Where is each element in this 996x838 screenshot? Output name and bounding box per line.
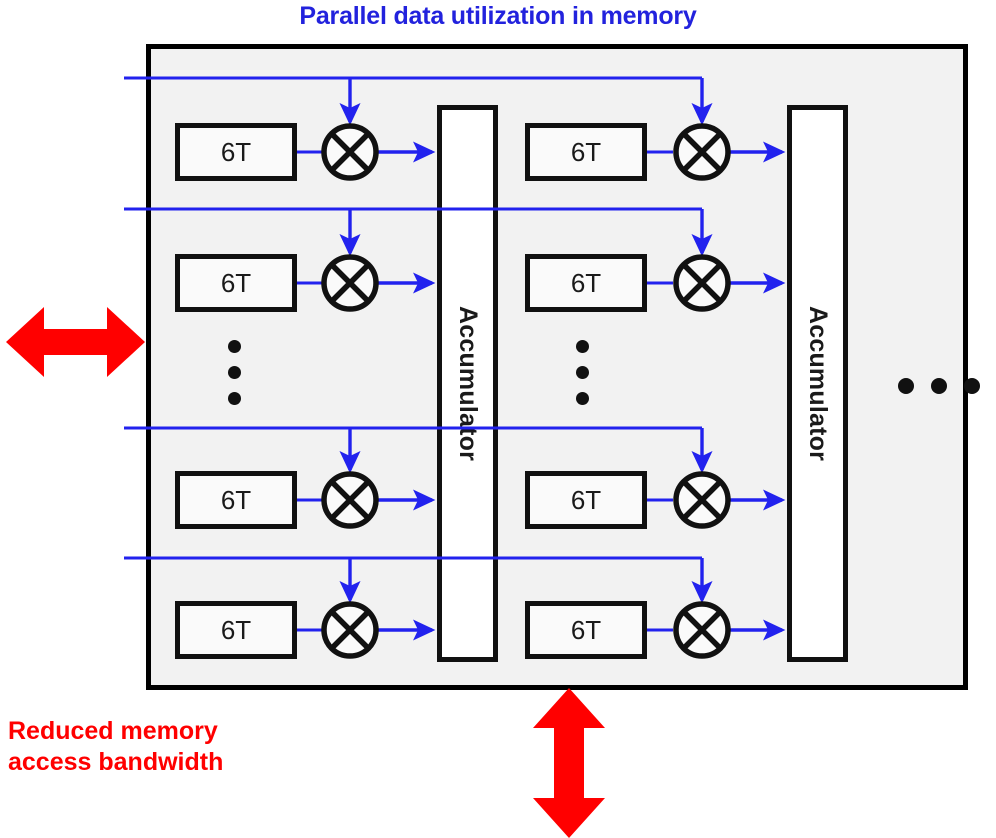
input-bus-lines — [124, 76, 702, 560]
accumulator-col-2[interactable]: Accumulator — [787, 105, 848, 662]
multiplier-symbols — [321, 123, 731, 659]
cell-to-multiplier-links — [297, 150, 673, 632]
cell-6t-label: 6T — [220, 485, 252, 515]
cell-6t-label: 6T — [220, 137, 252, 167]
cell-6t-c1-r3[interactable]: 6T — [175, 471, 297, 529]
multiplier-c1-r4 — [321, 601, 379, 659]
diagram-title: Parallel data utilization in memory — [299, 2, 697, 30]
multiplier-c2-r1 — [673, 123, 731, 181]
cell-6t-label: 6T — [220, 615, 252, 645]
vertical-ellipsis-col-1 — [224, 340, 244, 405]
multiplier-c2-r3 — [673, 471, 731, 529]
cell-6t-c1-r4[interactable]: 6T — [175, 601, 297, 659]
output-bandwidth-arrow — [533, 688, 605, 838]
memory-bandwidth-arrow — [6, 307, 145, 377]
cell-6t-c2-r3[interactable]: 6T — [525, 471, 647, 529]
red-annotation-arrows — [6, 307, 605, 838]
cell-6t-c2-r1[interactable]: 6T — [525, 123, 647, 181]
multiplier-c1-r1 — [321, 123, 379, 181]
cell-6t-c2-r4[interactable]: 6T — [525, 601, 647, 659]
cell-6t-label: 6T — [570, 268, 602, 298]
multiplier-c1-r3 — [321, 471, 379, 529]
cell-6t-c1-r1[interactable]: 6T — [175, 123, 297, 181]
cell-6t-label: 6T — [220, 268, 252, 298]
multiplier-c1-r2 — [321, 254, 379, 312]
accumulator-col-1[interactable]: Accumulator — [437, 105, 498, 662]
multiplier-to-accumulator-links — [378, 141, 786, 641]
multiplier-c2-r2 — [673, 254, 731, 312]
vertical-ellipsis-col-2 — [572, 340, 592, 405]
multiplier-c2-r4 — [673, 601, 731, 659]
cell-6t-label: 6T — [570, 485, 602, 515]
cell-6t-c1-r2[interactable]: 6T — [175, 254, 297, 312]
caption-line-2: access bandwidth — [8, 747, 224, 776]
cell-6t-label: 6T — [570, 615, 602, 645]
reduced-bandwidth-caption: Reduced memory access bandwidth — [8, 716, 338, 777]
horizontal-ellipsis-more-columns — [898, 378, 980, 394]
cell-6t-label: 6T — [570, 137, 602, 167]
cell-6t-c2-r2[interactable]: 6T — [525, 254, 647, 312]
caption-line-1: Reduced memory — [8, 717, 218, 745]
multiplier-input-drops — [339, 78, 713, 604]
